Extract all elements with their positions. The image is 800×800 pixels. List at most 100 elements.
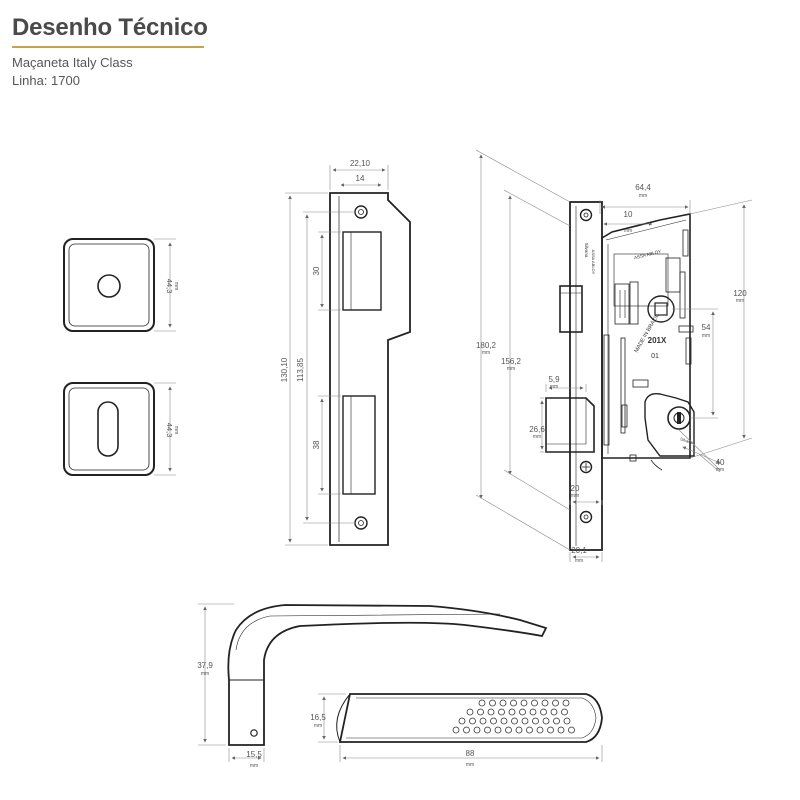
lock-axis-to-cylinder-unit: mm — [702, 333, 710, 339]
grip-dimple — [452, 726, 460, 734]
grip-dimple — [547, 726, 554, 734]
lock-front-to-body-unit: mm — [624, 228, 632, 234]
lock-width-label: 64,4 — [635, 183, 651, 192]
rosette-key-height-unit: mm — [173, 426, 179, 434]
strike-width-label: 22,10 — [350, 159, 371, 168]
product-name: Maçaneta Italy Class — [12, 55, 133, 70]
faceplate-brand-marking: Silvana — [584, 243, 589, 258]
lock-face-height-unit: mm — [507, 366, 515, 372]
lock-faceplate-width-label: 20,1 — [571, 546, 587, 555]
grip-dimple — [562, 699, 570, 707]
grip-dimple — [489, 699, 496, 707]
lock-body-height-unit: mm — [736, 298, 744, 304]
lock-faceplate-offset-unit: mm — [571, 493, 579, 499]
grip-dimple — [561, 708, 568, 716]
grip-dimple — [487, 708, 495, 716]
strike-hole-spacing-label: 113,85 — [296, 358, 305, 382]
latch-height-label: 26,6 — [529, 425, 545, 434]
lock-brand-plate-marking: ASSA ABLOY — [634, 249, 662, 261]
handle-side-view — [227, 604, 548, 746]
rosette-key-height-label: 44,3 — [165, 423, 174, 438]
latch-height-unit: mm — [533, 434, 541, 440]
grip-dimple — [508, 708, 516, 716]
lock-front-to-body-label: 10 — [624, 210, 633, 219]
grip-dimple — [478, 699, 486, 707]
handle-height-label: 37,9 — [197, 661, 213, 670]
handle-grip-height-unit: mm — [314, 723, 322, 729]
lock-model-marking: 201X — [648, 336, 667, 345]
grip-dimple — [490, 717, 497, 725]
strike-dimension-lines — [285, 165, 389, 546]
grip-dimple — [494, 726, 502, 734]
rosette-round-hole — [63, 238, 176, 332]
grip-dimple — [469, 717, 476, 725]
rosette-round-height-unit: mm — [173, 282, 179, 290]
rosette-key-hole — [63, 382, 176, 476]
grip-dimple — [552, 699, 559, 707]
grip-dimple — [515, 726, 523, 734]
handle-length-label: 88 — [466, 749, 475, 758]
lock-dimension-lines — [475, 149, 753, 562]
grip-dimple — [510, 699, 517, 707]
latch-projection-label: 5,9 — [548, 375, 560, 384]
lock-total-height-unit: mm — [482, 350, 490, 356]
latch-projection-unit: mm — [550, 384, 558, 390]
lock-faceplate-width-unit: mm — [575, 558, 583, 564]
grip-dimple — [511, 717, 518, 725]
grip-dimple — [479, 717, 487, 725]
title-underline — [12, 46, 204, 48]
grip-dimple — [519, 708, 526, 716]
strike-inner-width-label: 14 — [356, 174, 365, 183]
header: Desenho Técnico Maçaneta Italy Class Lin… — [12, 14, 208, 90]
lock-face-height-label: 156,2 — [501, 357, 522, 366]
lock-faceplate-offset-label: 20 — [571, 484, 580, 493]
grip-dimple — [542, 717, 550, 725]
strike-upper-opening-label: 30 — [312, 266, 321, 275]
grip-dimple — [520, 699, 528, 707]
grip-dimple — [484, 726, 491, 734]
grip-dimple — [477, 708, 484, 716]
product-line: Linha: 1700 — [12, 73, 80, 88]
grip-dimple — [500, 717, 508, 725]
lock-series-marking: 01 — [651, 353, 659, 360]
grip-dimple — [531, 699, 538, 707]
grip-dimple — [505, 726, 512, 734]
handle-grip-dimples — [452, 699, 575, 734]
lock-width-unit: mm — [639, 193, 647, 199]
handle-height-unit: mm — [201, 671, 209, 677]
grip-dimple — [568, 726, 575, 734]
lock-backset-label: 40 — [716, 458, 725, 467]
handle-length-unit: mm — [466, 762, 474, 768]
grip-dimple — [550, 708, 558, 716]
grip-dimple — [473, 726, 481, 734]
grip-dimple — [563, 717, 571, 725]
grip-dimple — [540, 708, 547, 716]
handle-top-view — [336, 693, 603, 743]
strike-total-height-label: 130,10 — [280, 357, 289, 382]
grip-dimple — [529, 708, 537, 716]
grip-dimple — [498, 708, 505, 716]
grip-dimple — [458, 717, 466, 725]
handle-side-dimension-lines — [198, 603, 265, 762]
rosette-round-height-label: 44,3 — [165, 279, 174, 294]
strike-plate — [329, 192, 411, 546]
grip-dimple — [541, 699, 549, 707]
lock-total-height-label: 180,2 — [476, 341, 497, 350]
grip-dimple — [532, 717, 539, 725]
grip-dimple — [557, 726, 565, 734]
grip-dimple — [553, 717, 560, 725]
strike-lower-opening-label: 38 — [312, 440, 321, 449]
handle-rosette-depth-label: 15,5 — [246, 750, 262, 759]
grip-dimple — [521, 717, 529, 725]
grip-dimple — [466, 708, 474, 716]
lock-axis-to-cylinder-label: 54 — [702, 323, 711, 332]
lock-backset-unit: mm — [716, 467, 724, 473]
faceplate-group-marking: ASSA ABLOY — [591, 250, 596, 275]
grip-dimple — [526, 726, 533, 734]
grip-dimple — [499, 699, 507, 707]
handle-top-dimension-lines — [318, 693, 603, 762]
grip-dimple — [536, 726, 544, 734]
cylinder-brand-marking: Silvana — [679, 436, 694, 445]
lock-body-height-label: 120 — [733, 289, 747, 298]
